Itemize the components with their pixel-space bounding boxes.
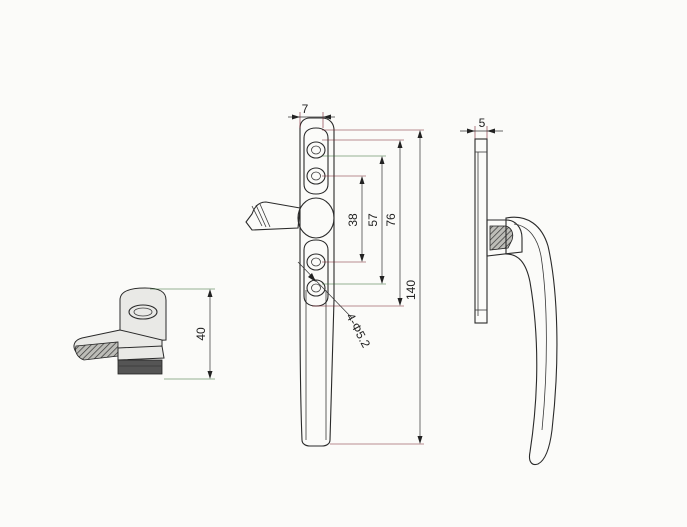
side-view-small: 40 [73, 287, 215, 380]
dim-40-label: 40 [194, 327, 208, 341]
side-view: 5 [460, 116, 558, 466]
holes-callout-label: 4-Φ5.2 [343, 311, 373, 350]
dim-7-label: 7 [302, 102, 309, 116]
front-view: 7 38 57 76 140 4-Φ5.2 [245, 102, 424, 447]
dim-57-label: 57 [366, 213, 380, 227]
dim-38-label: 38 [346, 213, 360, 227]
dim-5-label: 5 [479, 116, 486, 130]
dim-140-label: 140 [404, 280, 418, 300]
dim-76-label: 76 [384, 213, 398, 227]
